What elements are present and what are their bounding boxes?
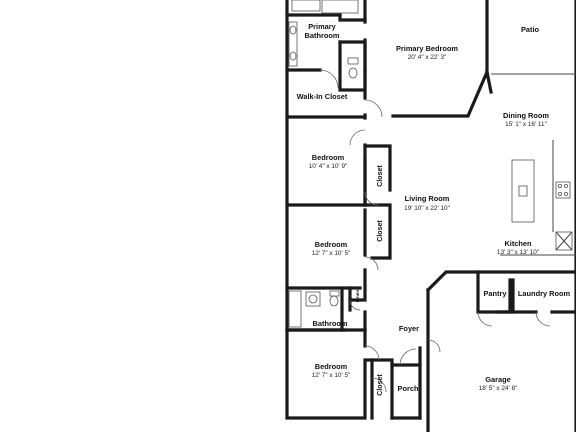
room-labels: Primary Bathroom Primary Bedroom 20' 4" … — [297, 22, 571, 396]
foyer-label: Foyer — [399, 324, 419, 333]
bedroom-3-label: Bedroom — [315, 362, 348, 371]
bedroom-2-dim: 12' 7" x 10' 5" — [312, 250, 351, 257]
laundry-room-label: Laundry Room — [518, 289, 571, 298]
patio-label: Patio — [521, 25, 540, 34]
vanity — [288, 21, 298, 67]
pantry-label: Pantry — [483, 289, 507, 298]
tub-hall — [288, 290, 302, 328]
hall-sink-bowl — [308, 294, 318, 304]
stove — [555, 181, 571, 199]
sink-1 — [289, 25, 297, 35]
toilet-bowl — [348, 67, 358, 79]
garage-label: Garage — [485, 375, 510, 384]
kitchen-label: Kitchen — [504, 239, 532, 248]
tub-top-left — [291, 0, 321, 12]
garage-dim: 18' 5" x 24' 8" — [479, 385, 518, 392]
closet-2-label: Closet — [377, 220, 384, 242]
bedroom-1-dim: 10' 4" x 10' 9" — [309, 163, 348, 170]
tub-top-right — [321, 0, 359, 14]
hall-toilet-bowl — [329, 295, 339, 307]
closet-1-label: Closet — [377, 165, 384, 187]
bedroom-3-dim: 12' 7" x 10' 5" — [312, 372, 351, 379]
primary-bedroom-label: Primary Bedroom — [396, 44, 458, 53]
living-room-label: Living Room — [405, 194, 450, 203]
hall-toilet-tank — [329, 290, 340, 297]
linen-label: Linen — [355, 290, 360, 302]
sink-2 — [289, 51, 297, 61]
porch-label: Porch — [398, 384, 419, 393]
bedroom-1-label: Bedroom — [312, 153, 345, 162]
bedroom-2-label: Bedroom — [315, 240, 348, 249]
living-room-dim: 19' 10" x 22' 10" — [404, 205, 450, 212]
primary-bathroom-label-2: Bathroom — [305, 31, 340, 40]
walk-in-closet-label: Walk-In Closet — [297, 92, 348, 101]
bathroom-label: Bathroom — [313, 319, 348, 328]
closet-3-label: Closet — [377, 374, 384, 396]
door-swings — [319, 69, 551, 393]
toilet-tank — [347, 57, 359, 65]
primary-bedroom-dim: 20' 4" x 22' 3" — [408, 54, 447, 61]
island-sink — [518, 185, 528, 197]
dining-room-label: Dining Room — [503, 111, 549, 120]
fixtures — [288, 0, 576, 328]
dining-room-dim: 15' 1" x 16' 11" — [505, 121, 547, 128]
kitchen-dim: 13' 3" x 13' 10" — [497, 249, 539, 256]
primary-bathroom-label-1: Primary — [308, 22, 336, 31]
